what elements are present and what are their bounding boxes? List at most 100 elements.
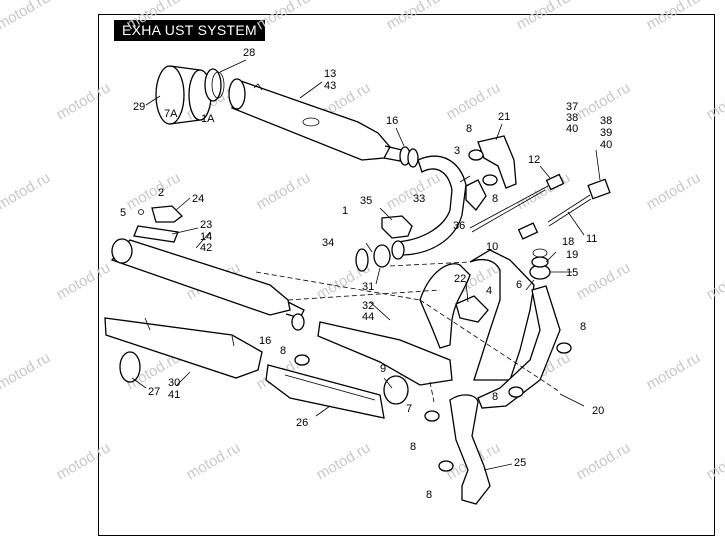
- callout-16-upper: 16: [386, 115, 398, 127]
- callout-2: 2: [158, 187, 164, 199]
- part-22-bracket: [455, 281, 489, 323]
- watermark-text: motod.ru: [644, 349, 704, 393]
- part-11-oxygen-sensor: [517, 178, 611, 240]
- callout-40b: 40: [600, 139, 612, 151]
- watermark-text: motod.ru: [384, 169, 444, 213]
- part-27-clamp: [119, 351, 141, 383]
- callout-38a: 38: [566, 112, 578, 124]
- part-36-bracket: [459, 175, 487, 212]
- part-25-header-pipe: [449, 394, 491, 505]
- callout-11: 11: [586, 233, 597, 245]
- callout-labels: 28 29 7A 1A 13 43 16 21 37 38 40 38 39 4…: [120, 47, 612, 501]
- part-23-shield: [133, 225, 179, 243]
- callout-4: 4: [486, 285, 492, 297]
- callout-8f: 8: [410, 441, 416, 453]
- callout-23: 23: [200, 219, 212, 231]
- callout-8e: 8: [580, 321, 586, 333]
- callout-42: 42: [200, 242, 212, 254]
- watermark-text: motod.ru: [704, 259, 725, 303]
- callout-26: 26: [296, 417, 308, 429]
- watermark-text: motod.ru: [54, 439, 114, 483]
- callout-9: 9: [380, 363, 386, 375]
- callout-27: 27: [148, 386, 160, 398]
- watermark-text: motod.ru: [0, 169, 53, 213]
- part-35-bracket: [381, 215, 413, 239]
- part-34-clamp: [355, 244, 391, 272]
- callout-35: 35: [360, 195, 372, 207]
- callout-15: 15: [566, 267, 578, 279]
- watermark-text: motod.ru: [54, 79, 114, 123]
- callout-8c: 8: [280, 345, 286, 357]
- callout-3: 3: [454, 145, 460, 157]
- watermark-text: motod.ru: [644, 169, 704, 213]
- watermark-text: motod.ru: [254, 169, 314, 213]
- callout-28: 28: [243, 47, 255, 59]
- part-32-front-pipe: [317, 249, 535, 386]
- watermark-text: motod.ru: [704, 439, 725, 483]
- callout-41: 41: [168, 389, 180, 401]
- watermark-text: motod.ru: [254, 0, 314, 33]
- callout-25: 25: [514, 457, 526, 469]
- part-24-clip: [138, 205, 183, 223]
- watermark-text: motod.ru: [574, 439, 634, 483]
- watermark-text: motod.ru: [124, 169, 184, 213]
- part-9-clamp-ring: [383, 375, 409, 405]
- part-20-heat-shield: [477, 285, 561, 409]
- callout-39: 39: [600, 127, 612, 139]
- callout-30: 30: [168, 377, 180, 389]
- callout-24: 24: [192, 193, 204, 205]
- part-16-clamp-upper: [399, 146, 419, 168]
- watermark-text: motod.ru: [314, 439, 374, 483]
- callout-37: 37: [566, 101, 578, 113]
- watermark-text: motod.ru: [0, 349, 53, 393]
- callout-8a: 8: [466, 123, 472, 135]
- watermark-text: motod.ru: [704, 79, 725, 123]
- callout-44: 44: [362, 311, 374, 323]
- callout-6: 6: [516, 279, 522, 291]
- part-30-lower-shield: [104, 317, 263, 379]
- watermark-text: motod.ru: [574, 259, 634, 303]
- callout-20: 20: [592, 405, 604, 417]
- watermark-text: motod.ru: [444, 79, 504, 123]
- callout-19: 19: [566, 249, 578, 261]
- watermark-text: motod.ru: [644, 0, 704, 33]
- watermark-text: motod.ru: [514, 0, 574, 33]
- part-8-clamps: [294, 149, 572, 472]
- part-31-gasket: [391, 240, 405, 260]
- callout-8d: 8: [492, 391, 498, 403]
- callout-12: 12: [528, 154, 540, 166]
- watermark-text: motod.ru: [0, 0, 53, 33]
- part-16-clamp-lower: [291, 313, 305, 331]
- callout-5: 5: [120, 207, 126, 219]
- callout-33: 33: [413, 193, 425, 205]
- callout-31: 31: [362, 281, 374, 293]
- callout-1a: 1A: [201, 113, 215, 125]
- watermark-text: motod.ru: [54, 259, 114, 303]
- callout-7a: 7A: [164, 108, 178, 120]
- callout-22: 22: [454, 273, 466, 285]
- callout-34: 34: [322, 237, 334, 249]
- callout-38b: 38: [600, 115, 612, 127]
- part-13-upper-muffler: [228, 78, 403, 162]
- leader-lines: [131, 59, 601, 471]
- callout-36: 36: [453, 220, 465, 232]
- part-12-oxygen-sensor: [469, 173, 565, 233]
- callout-1: 1: [342, 205, 348, 217]
- callout-18: 18: [562, 236, 574, 248]
- watermark-text: motod.ru: [124, 0, 184, 33]
- callout-10: 10: [486, 241, 498, 253]
- part-21-heat-shield: [477, 135, 517, 189]
- callout-32: 32: [362, 300, 374, 312]
- callout-8b: 8: [492, 193, 498, 205]
- callout-7: 7: [406, 403, 412, 415]
- callout-40a: 40: [566, 123, 578, 135]
- watermark-text: motod.ru: [384, 0, 444, 33]
- assembly-line-a: [255, 261, 561, 403]
- callout-21: 21: [498, 111, 510, 123]
- watermark-text: motod.ru: [184, 439, 244, 483]
- callout-43: 43: [324, 80, 336, 92]
- part-14-lower-muffler: [110, 238, 305, 319]
- callout-8g: 8: [426, 489, 432, 501]
- callout-29: 29: [133, 101, 145, 113]
